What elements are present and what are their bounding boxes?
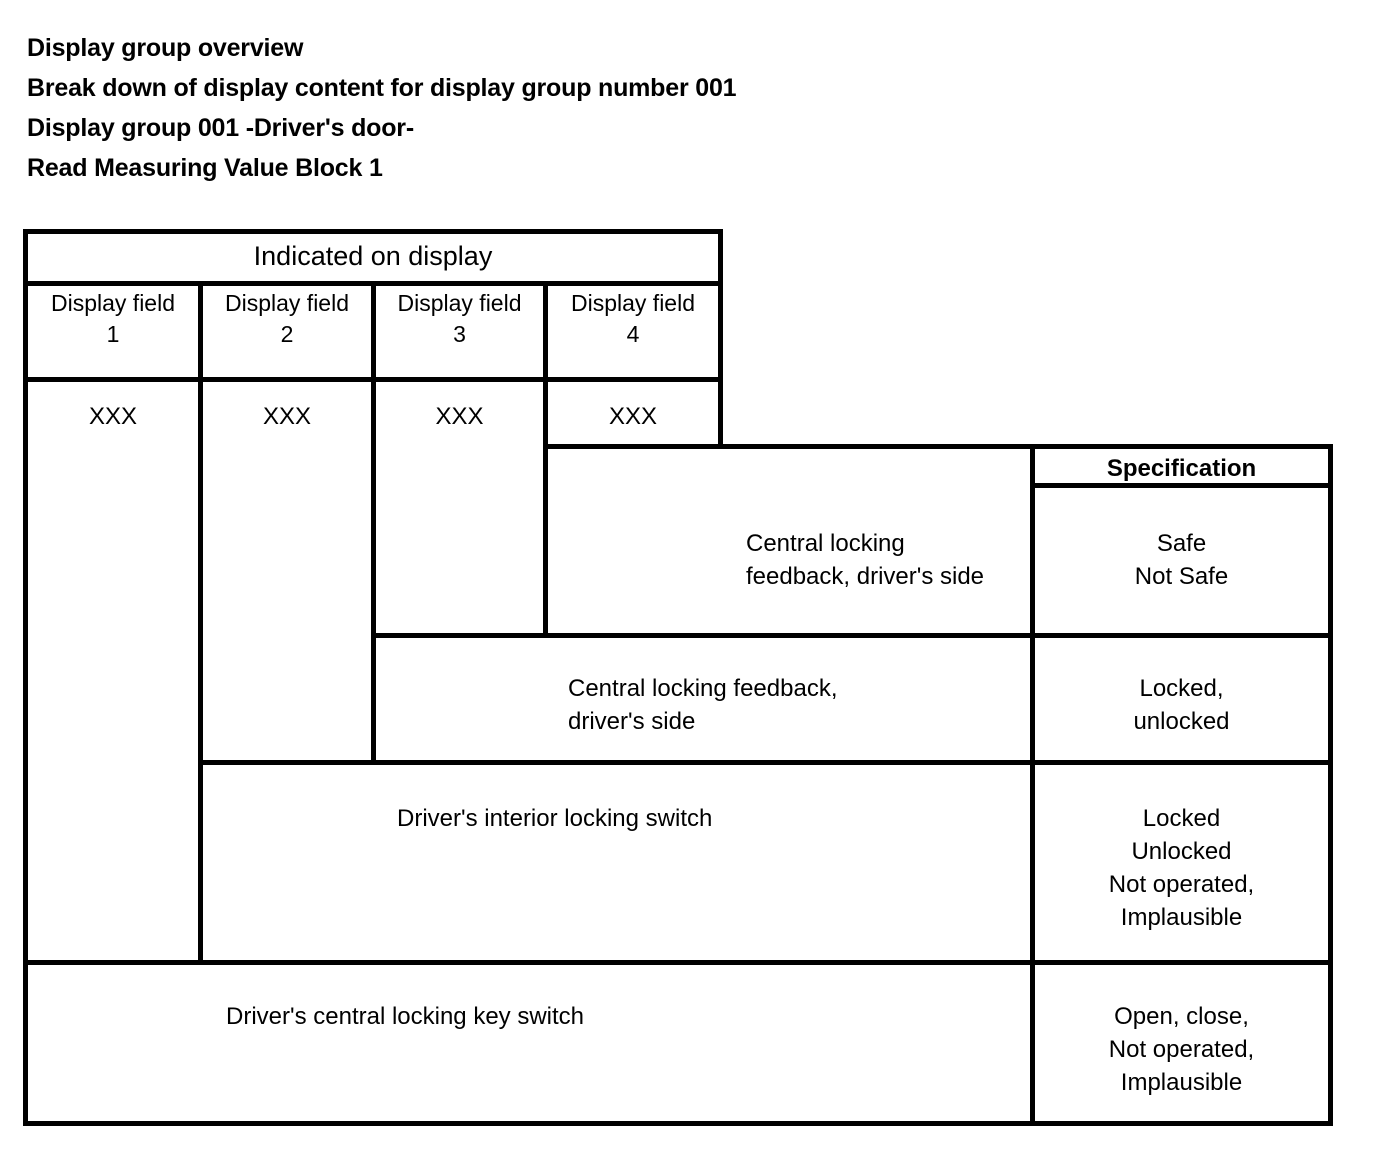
row-1-description: Central locking feedback, driver's side [746, 530, 985, 590]
display-field-1-value: XXX [88, 403, 138, 430]
page-title-line-2: Break down of display content for displa… [27, 74, 737, 102]
display-field-4-header: Display field 4 [571, 290, 695, 347]
rule-row-1-bottom [371, 633, 1333, 638]
display-field-2-header: Display field 2 [225, 290, 349, 347]
specification-header-label: Specification [1106, 455, 1257, 482]
row-1-specification: Safe Not Safe [1134, 530, 1229, 590]
rule-right-edge [1328, 444, 1333, 1126]
page-title-line-4: Read Measuring Value Block 1 [27, 154, 383, 182]
page-title-block: Display group overview Break down of dis… [27, 28, 1127, 188]
rule-under-specification-header [1030, 483, 1333, 488]
row-2-description: Central locking feedback, driver's side [568, 675, 838, 735]
rule-table-top [23, 229, 723, 234]
rule-divider-field-3-4 [543, 281, 548, 638]
row-4-specification: Open, close, Not operated, Implausible [1108, 1003, 1255, 1096]
rule-row-3-bottom [23, 960, 1333, 965]
rule-field-4-right-edge [718, 229, 723, 449]
rule-step-field4-bottom [543, 444, 1333, 449]
display-field-3-value: XXX [435, 403, 484, 430]
display-field-1-header: Display field 1 [51, 290, 175, 347]
display-field-4-value: XXX [608, 403, 658, 430]
display-field-3-header: Display field 3 [397, 290, 522, 347]
rule-table-bottom [23, 1121, 1333, 1126]
page-title-line-1: Display group overview [27, 34, 304, 62]
group-header-label: Indicated on display [253, 241, 493, 271]
rule-divider-field-2-3 [371, 281, 376, 765]
rule-divider-specification [1030, 444, 1035, 1126]
page-title-line-3: Display group 001 -Driver's door- [27, 114, 414, 142]
row-3-description: Driver's interior locking switch [397, 805, 713, 832]
row-4-description: Driver's central locking key switch [226, 1003, 585, 1030]
display-field-2-value: XXX [262, 403, 312, 430]
rule-row-2-bottom [198, 760, 1333, 765]
rule-left-edge [23, 229, 28, 1126]
row-2-specification: Locked, unlocked [1133, 675, 1230, 735]
rule-divider-field-1-2 [198, 281, 203, 965]
row-3-specification: Locked Unlocked Not operated, Implausibl… [1108, 805, 1255, 931]
